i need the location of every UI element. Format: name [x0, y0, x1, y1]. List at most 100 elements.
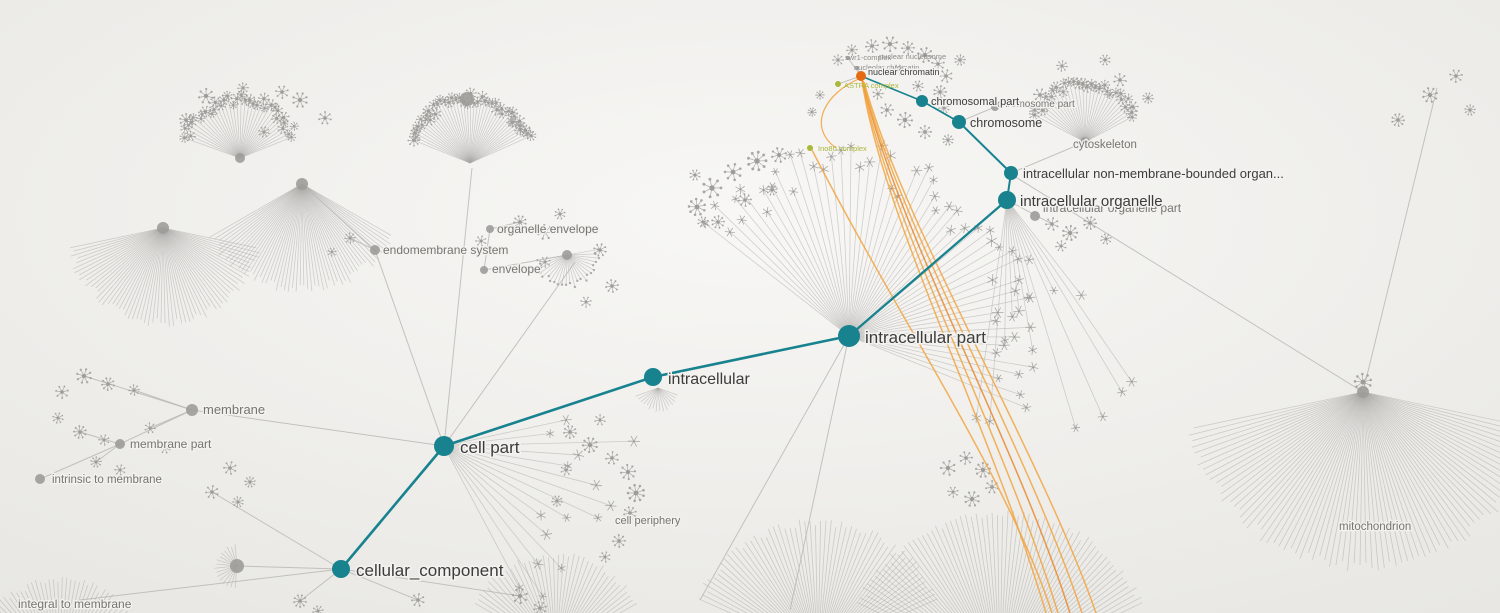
node-label-chromosome[interactable]: chromosome — [969, 115, 1044, 132]
leaf-star-glyph — [724, 227, 735, 237]
node-label-cell-part[interactable]: cell part — [459, 437, 522, 459]
highlight-edge-strand — [862, 80, 1071, 613]
node-label-chromosome-part[interactable]: chromosome part — [996, 98, 1077, 112]
node-label-envelope[interactable]: envelope — [491, 261, 543, 278]
leaf-star-glyph — [735, 183, 746, 195]
node-cellular-component[interactable] — [332, 560, 350, 578]
node-label-cytoskeleton[interactable]: cytoskeleton — [1072, 138, 1138, 153]
graph-node[interactable] — [991, 103, 999, 111]
leaf-node-glyph — [942, 134, 954, 146]
node-chromosome[interactable] — [952, 115, 966, 129]
node-label-nucleolar-chromatin[interactable]: nucleolar chromatin — [854, 63, 919, 72]
leaf-node-glyph — [1099, 79, 1111, 91]
leaf-node-glyph — [257, 92, 271, 105]
node-label-cellular-component[interactable]: cellular_component — [355, 560, 506, 582]
leaf-star-glyph — [945, 224, 956, 236]
leaf-star-glyph — [1007, 246, 1018, 256]
graph-node[interactable] — [855, 66, 859, 70]
graph-node[interactable] — [1357, 386, 1369, 398]
node-label-intracellular-non-membrane-bounded-organelle[interactable]: intracellular non-membrane-bounded organ… — [1022, 165, 1286, 183]
leaf-node-glyph — [964, 491, 980, 507]
graph-node[interactable] — [486, 225, 494, 233]
leaf-node-glyph — [939, 69, 953, 83]
graph-node[interactable] — [480, 266, 488, 274]
leaf-node-glyph — [1046, 91, 1057, 102]
node-intracellular-non-membrane-bounded-organelle[interactable] — [1004, 166, 1018, 180]
leaf-star-glyph — [1097, 411, 1108, 422]
node-fan — [70, 227, 260, 327]
leaf-star-glyph — [1028, 362, 1039, 373]
node-label-intracellular[interactable]: intracellular — [667, 370, 752, 390]
graph-node[interactable] — [157, 222, 169, 234]
graph-node[interactable] — [115, 439, 125, 449]
graph-node[interactable] — [460, 92, 474, 106]
node-label-integral-to-membrane[interactable]: integral to membrane — [17, 596, 133, 613]
graph-edge — [374, 249, 445, 447]
leaf-star-glyph — [557, 563, 566, 573]
node-label-ino80-complex[interactable]: Ino80 complex — [818, 144, 867, 153]
highlight-edge-strand — [863, 81, 1097, 613]
node-label-chromosomal-part[interactable]: chromosomal part — [930, 95, 1021, 110]
leaf-node-glyph — [896, 111, 914, 129]
graph-edge — [1362, 87, 1438, 393]
graph-node[interactable] — [235, 153, 245, 163]
leaf-node-glyph — [260, 103, 269, 113]
node-cell-part[interactable] — [434, 436, 454, 456]
node-label-mitochondrion[interactable]: mitochondrion — [1338, 520, 1413, 535]
graph-node[interactable] — [230, 559, 244, 573]
leaf-node-glyph — [144, 422, 156, 434]
node-label-intracellular-part[interactable]: intracellular part — [864, 327, 988, 349]
leaf-star-glyph — [710, 200, 720, 211]
graph-node[interactable] — [370, 245, 380, 255]
leaf-star-glyph — [572, 449, 585, 461]
node-label-intracellular-organelle[interactable]: intracellular organelle — [1019, 192, 1165, 212]
node-label-endomembrane-system[interactable]: endomembrane system — [382, 242, 510, 259]
node-label-membrane-part[interactable]: membrane part — [129, 436, 214, 453]
leaf-node-glyph — [497, 109, 507, 119]
node-chromosomal-part[interactable] — [916, 95, 928, 107]
leaf-star-glyph — [540, 528, 553, 541]
node-label-swr1-complex[interactable]: swr1-complex — [845, 53, 892, 62]
node-intracellular-part[interactable] — [838, 325, 860, 347]
graph-node[interactable] — [1080, 137, 1090, 147]
leaf-node-glyph — [114, 464, 126, 476]
complex-node[interactable] — [807, 145, 813, 151]
graph-node[interactable] — [35, 474, 45, 484]
graph-edge — [1013, 175, 1364, 393]
leaf-node-glyph — [179, 113, 193, 127]
node-intracellular-organelle[interactable] — [998, 191, 1016, 209]
node-nuclear-chromatin[interactable] — [856, 71, 866, 81]
node-fan — [443, 419, 634, 597]
node-label-astra-complex[interactable]: ASTRA complex — [844, 81, 899, 90]
leaf-node-glyph — [1083, 216, 1097, 230]
leaf-node-glyph — [1391, 113, 1405, 127]
leaf-node-glyph — [286, 132, 297, 142]
node-intracellular[interactable] — [644, 368, 662, 386]
node-label-intracellular-organelle-part[interactable]: intracellular organelle part — [1042, 200, 1183, 217]
node-label-cell-periphery[interactable]: cell periphery — [614, 514, 682, 529]
leaf-star-glyph — [1013, 254, 1024, 264]
graph-node[interactable] — [1030, 211, 1040, 221]
node-label-organelle-envelope[interactable]: organelle envelope — [496, 221, 600, 238]
graph-node[interactable] — [562, 250, 572, 260]
graph-edge — [340, 568, 521, 597]
leaf-star-glyph — [1024, 292, 1036, 304]
node-fan — [1034, 81, 1133, 143]
node-label-intrinsic-to-membrane[interactable]: intrinsic to membrane — [51, 473, 163, 488]
complex-node[interactable] — [835, 81, 841, 87]
node-fan — [856, 510, 1143, 613]
node-label-nuclear-nucleosome[interactable]: nuclear nucleosome — [879, 52, 946, 61]
leaf-node-glyph — [293, 594, 307, 608]
leaf-node-glyph — [747, 150, 768, 172]
graph-node[interactable] — [846, 56, 850, 60]
node-label-nuclear-chromatin[interactable]: nuclear chromatin — [867, 66, 942, 79]
leaf-node-glyph — [279, 118, 289, 127]
graph-node[interactable] — [186, 404, 198, 416]
node-label-membrane[interactable]: membrane — [202, 401, 267, 419]
leaf-node-glyph — [52, 412, 64, 424]
leaf-star-glyph — [562, 513, 572, 522]
leaf-node-glyph — [1105, 90, 1115, 100]
graph-node[interactable] — [296, 178, 308, 190]
